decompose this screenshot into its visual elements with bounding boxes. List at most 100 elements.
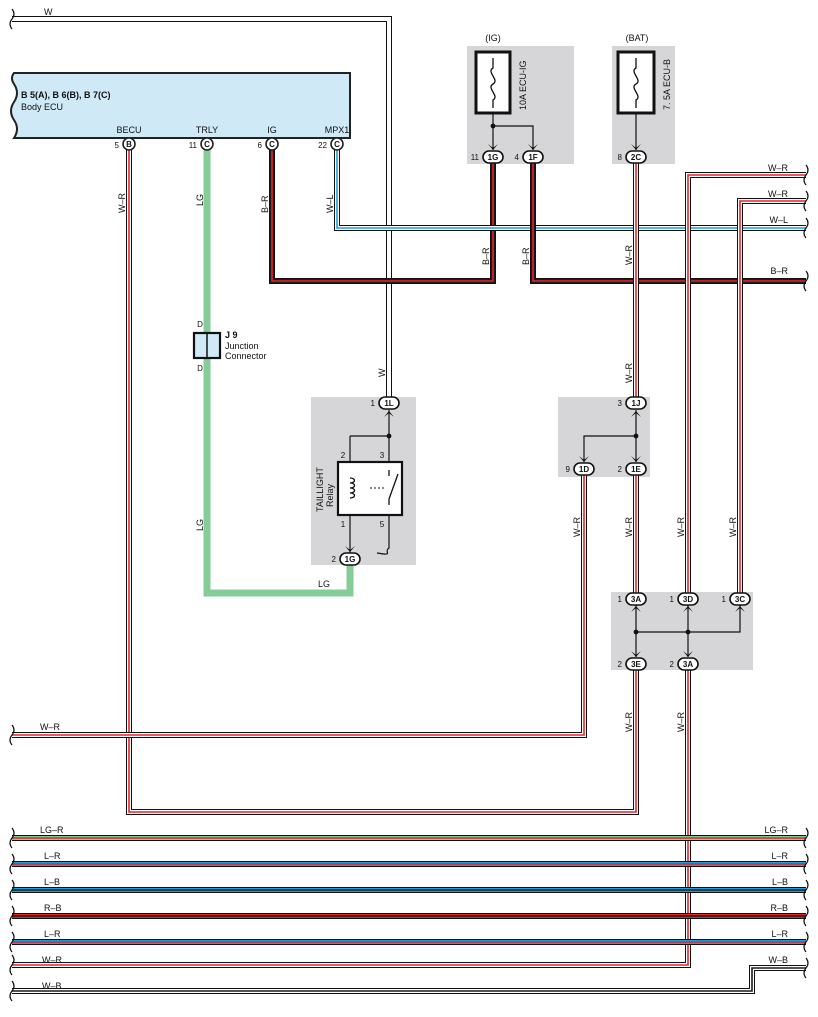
bus-left-0: LG–R	[40, 825, 64, 835]
taillight-relay: 2 3 1 5 TAILLIGHT Relay	[315, 451, 404, 529]
label-j1e: W–R	[624, 517, 634, 538]
fuse-bat-header: (BAT)	[626, 33, 649, 43]
right-label-3: B–R	[770, 266, 788, 276]
wire-1d	[12, 475, 587, 738]
svg-text:4: 4	[515, 153, 520, 162]
break-left-bus-4	[9, 931, 15, 953]
svg-text:1G: 1G	[488, 153, 499, 162]
pin-becu: 5	[115, 141, 120, 150]
break-right-0	[803, 164, 809, 186]
bus-left-4: L–R	[44, 929, 61, 939]
arrow-3a-top	[631, 606, 641, 612]
relay-coil	[349, 477, 356, 499]
svg-text:3C: 3C	[735, 595, 745, 604]
break-right-2	[803, 217, 809, 239]
label-trly-bottom: LG	[318, 579, 330, 589]
connector-trly	[200, 137, 214, 151]
connector-becu-label: B	[126, 140, 132, 149]
pill-fuse-1f: 1F 4	[515, 150, 544, 164]
fuse-ig-name: 10A ECU-IG	[518, 60, 528, 110]
ecu-terminal-ig: IG	[267, 125, 277, 135]
svg-text:1F: 1F	[528, 153, 537, 162]
bus-labels: LG–R LG–R L–R L–R L–B L–B R–B R–B L–R L–…	[40, 825, 788, 991]
svg-text:3E: 3E	[631, 660, 641, 669]
wire-trly	[203, 150, 354, 597]
break-left-bus-1	[9, 853, 15, 875]
break-right-6	[803, 879, 809, 901]
break-left-bus-0	[9, 827, 15, 849]
label-ig-fuse-b: B–R	[521, 247, 531, 265]
pill-fuse-2c: 2C 8	[618, 150, 647, 164]
label-becu: W–R	[117, 193, 127, 214]
wires	[12, 16, 806, 994]
wire-becu	[126, 150, 639, 815]
internal-lines	[349, 113, 741, 657]
bus-left-5: W–R	[42, 955, 63, 965]
j1j-branch	[583, 435, 636, 462]
wire-mpx1	[334, 150, 806, 231]
svg-text:3D: 3D	[683, 595, 693, 604]
j9-desc1: Junction	[225, 341, 259, 351]
j9-pin-bottom: D	[197, 364, 203, 373]
wire-labels: W W–R LG B–R W–L B–R B–R W–R W–R W LG LG…	[40, 7, 789, 732]
relay-t2: 2	[341, 451, 346, 460]
arrow-2c-fuse	[631, 144, 641, 150]
break-left-bus-2	[9, 879, 15, 901]
connector-mpx1-label: C	[334, 140, 340, 149]
arrow-1g-relay	[345, 546, 355, 552]
wire-3a2	[12, 670, 691, 968]
break-right-8	[803, 931, 809, 953]
break-right-3	[803, 270, 809, 292]
arrow-3e	[631, 651, 641, 657]
label-trly-upper: LG	[195, 194, 205, 206]
bus-right-5: W–B	[768, 955, 788, 965]
wire-3c	[737, 198, 806, 593]
j9-desc2: Connector	[225, 351, 267, 361]
relay-name: TAILLIGHT	[315, 467, 325, 512]
label-trly-lower: LG	[195, 519, 205, 531]
connector-becu	[122, 137, 136, 151]
pill-1e: 1E 2	[618, 462, 647, 476]
break-right-5	[803, 853, 809, 875]
bus-left-3: R–B	[44, 903, 62, 913]
wire-1f	[530, 163, 806, 284]
svg-text:1L: 1L	[384, 399, 393, 408]
pill-relay-1g: 1G 2	[332, 552, 361, 566]
break-right-7	[803, 905, 809, 927]
relay-t3: 3	[380, 451, 385, 460]
bus-right-2: L–B	[772, 877, 788, 887]
break-left-bus-3	[9, 905, 15, 927]
fuse-ig-header: (IG)	[485, 33, 501, 43]
svg-text:2C: 2C	[631, 153, 641, 162]
arrow-3c	[735, 606, 745, 612]
bus-right-3: R–B	[770, 903, 788, 913]
pin-mpx1: 22	[318, 141, 327, 150]
label-j3d: W–R	[676, 517, 686, 538]
relay-t5: 5	[380, 520, 385, 529]
ecu-subtitle: Body ECU	[21, 102, 63, 112]
label-j3a2: W–R	[676, 712, 686, 733]
ecu-terminal-becu: BECU	[116, 125, 141, 135]
pin-trly: 11	[189, 141, 198, 150]
pill-1j: 1J 3	[618, 396, 647, 410]
ecu-title: B 5(A), B 6(B), B 7(C)	[21, 90, 111, 100]
svg-text:1: 1	[371, 399, 376, 408]
svg-text:9: 9	[566, 465, 571, 474]
svg-text:1G: 1G	[345, 555, 356, 564]
fuse-ig-element	[490, 58, 496, 108]
fuse-bat-element	[633, 58, 639, 108]
relay-sub: Relay	[325, 483, 335, 507]
svg-text:2: 2	[618, 465, 623, 474]
junction-dots	[386, 123, 691, 635]
wire-top-w	[12, 16, 392, 397]
break-left-bus-5	[9, 954, 15, 976]
bus-left-2: L–B	[44, 877, 60, 887]
relay-contact-out	[376, 515, 390, 555]
svg-text:1D: 1D	[579, 465, 589, 474]
label-relay-w: W	[377, 368, 387, 377]
bus-right-4: L–R	[771, 929, 788, 939]
svg-text:8: 8	[618, 153, 623, 162]
svg-text:11: 11	[471, 153, 480, 162]
label-bat-lower: W–R	[624, 363, 634, 384]
label-j3e: W–R	[624, 712, 634, 733]
